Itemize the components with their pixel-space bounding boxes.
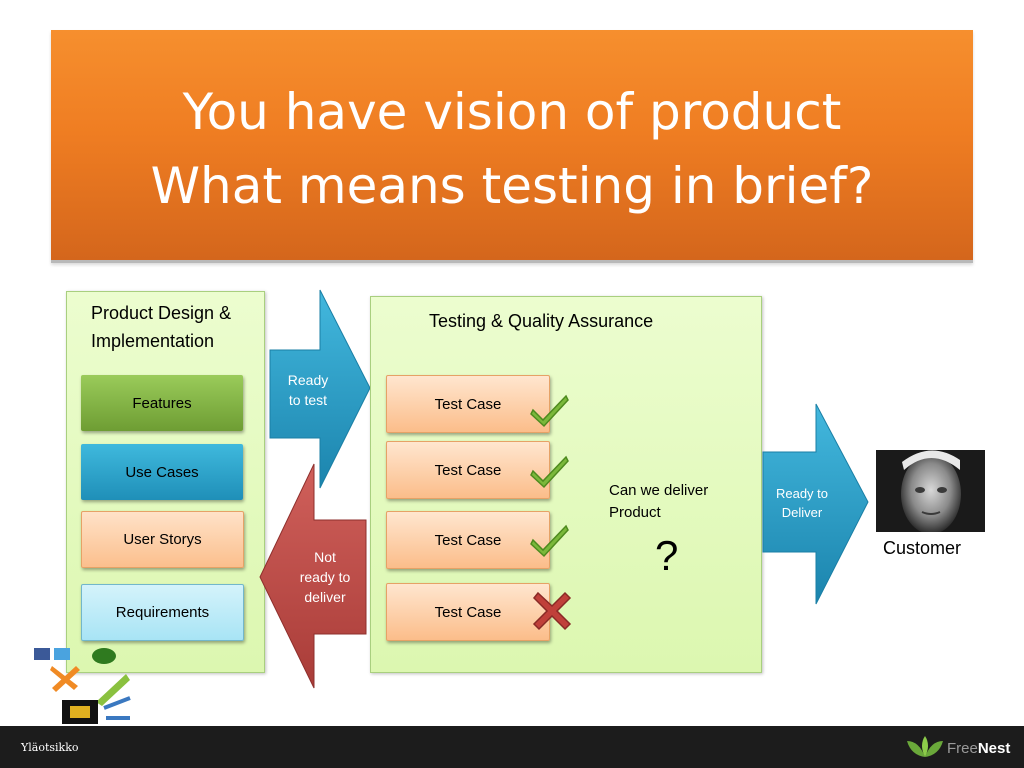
brand-free: Free — [947, 740, 978, 757]
test-case-2: Test Case — [386, 441, 550, 499]
title-line-2: What means testing in brief? — [150, 157, 874, 215]
design-panel-title-line-1: Product Design & — [91, 303, 232, 323]
ready-to-deliver-line-2: Deliver — [781, 505, 823, 520]
ready-to-deliver-line-1: Ready to — [775, 486, 829, 501]
requirements-box: Requirements — [81, 584, 244, 641]
not-ready-line-1: Not — [314, 549, 336, 565]
use-cases-box: Use Cases — [81, 444, 243, 500]
question-mark: ? — [655, 532, 679, 579]
title-banner: You have vision of product What means te… — [51, 30, 973, 263]
footer-text: Yläotsikko — [21, 741, 79, 754]
ready-to-deliver-label: Ready to Deliver — [770, 484, 834, 522]
customer-photo — [876, 450, 985, 532]
not-ready-line-2: ready to — [299, 569, 351, 585]
not-ready-label: Not ready to deliver — [290, 547, 360, 607]
deliver-question-line-2: Product — [609, 504, 661, 521]
leaf-logo-icon — [907, 736, 943, 757]
features-box: Features — [81, 375, 243, 431]
test-case-3: Test Case — [386, 511, 550, 569]
tech-icons-cluster — [34, 648, 131, 724]
test-case-1: Test Case — [386, 375, 550, 433]
not-ready-line-3: deliver — [304, 589, 346, 605]
check-icon — [530, 394, 569, 428]
check-icon — [530, 524, 569, 558]
footer-bar — [0, 726, 1024, 768]
ready-to-deliver-arrow — [762, 403, 869, 605]
brand-logo: FreeNest — [947, 740, 1010, 757]
ready-to-test-line-2: to test — [288, 392, 328, 408]
ready-to-test-label: Ready to test — [276, 370, 340, 410]
title-line-1: You have vision of product — [182, 83, 842, 141]
design-panel-title-line-2: Implementation — [91, 331, 215, 351]
ready-to-test-arrow — [269, 289, 371, 489]
test-case-4: Test Case — [386, 583, 550, 641]
user-storys-box: User Storys — [81, 511, 244, 568]
ready-to-test-line-1: Ready — [287, 372, 329, 388]
cross-icon — [532, 591, 572, 631]
deliver-question-line-1: Can we deliver — [609, 482, 709, 499]
customer-label: Customer — [883, 538, 962, 558]
not-ready-arrow — [259, 463, 367, 689]
check-icon — [530, 455, 569, 489]
testing-panel-title: Testing & Quality Assurance — [429, 311, 654, 331]
brand-nest: Nest — [977, 740, 1011, 757]
deliver-question: Can we deliver Product — [609, 480, 708, 524]
